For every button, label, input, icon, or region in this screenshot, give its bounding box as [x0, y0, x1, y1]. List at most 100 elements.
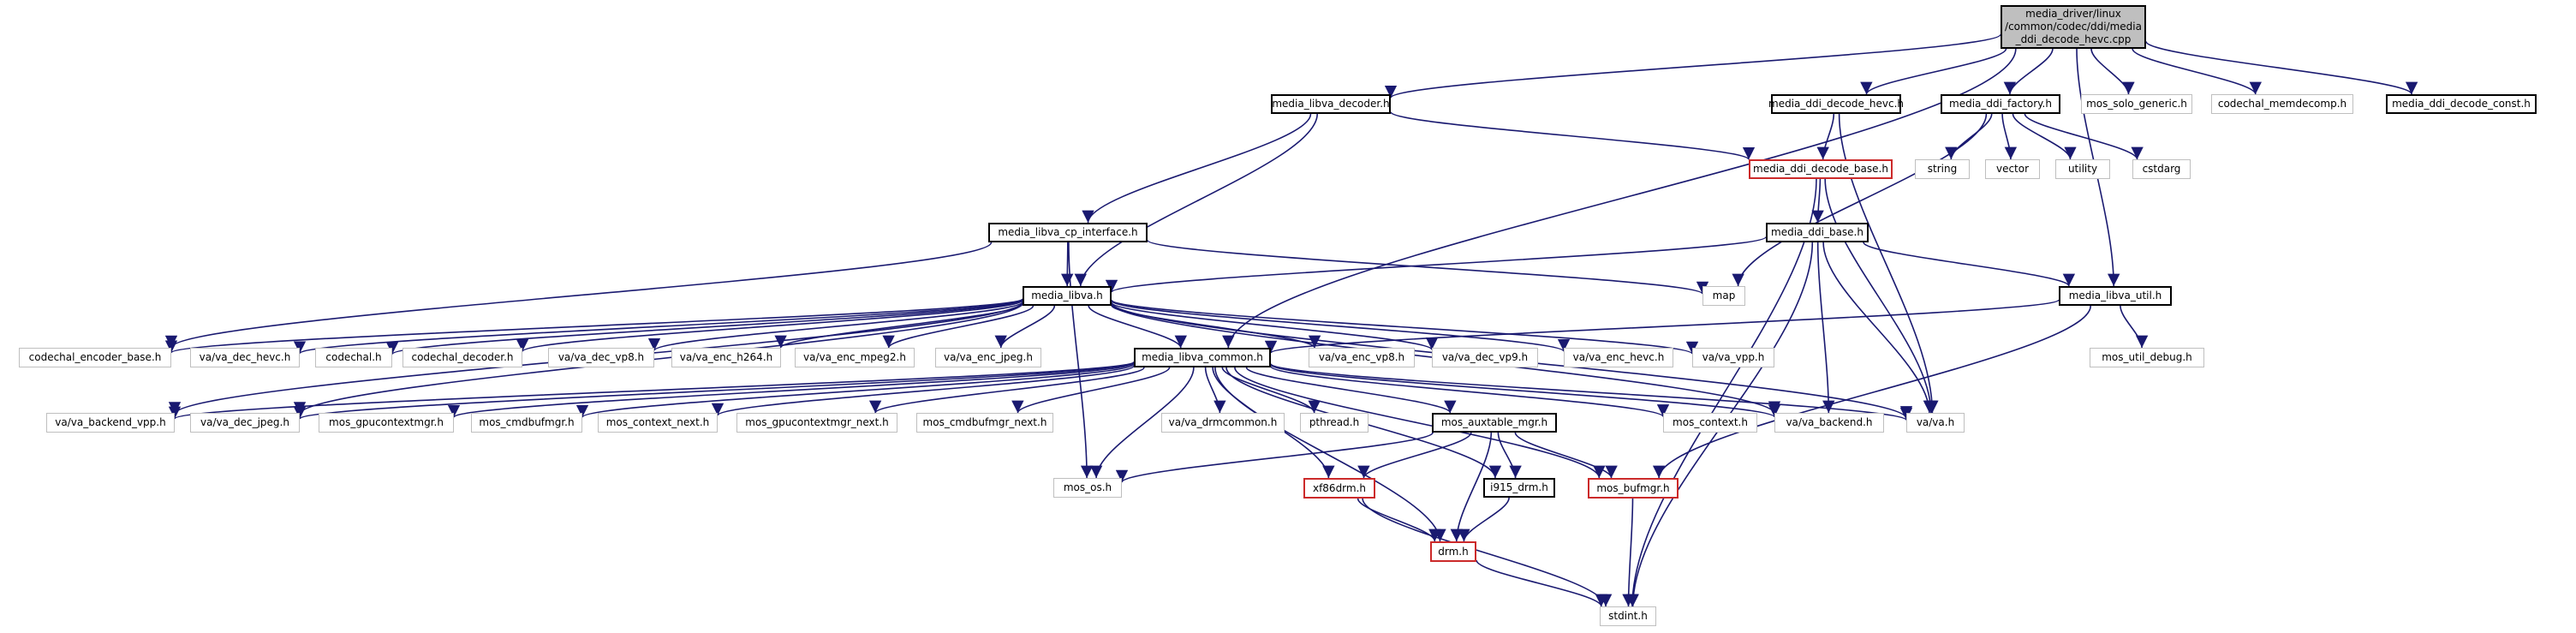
edge-mos-auxtable-mgr-to-mos-os [1116, 432, 1434, 483]
edge-libva-common-to-mos-os [1089, 367, 1195, 479]
edge-ddi-factory-to-map [1732, 113, 1988, 287]
node-va-dec-jpeg[interactable]: va/va_dec_jpeg.h [190, 413, 300, 433]
node-ddi-base[interactable]: media_ddi_base.h [1766, 223, 1869, 242]
node-label: va/va_enc_vp8.h [1318, 351, 1405, 363]
node-label: va/va_enc_mpeg2.h [803, 351, 906, 363]
node-va-enc-vp8[interactable]: va/va_enc_vp8.h [1309, 348, 1415, 367]
node-label: media_ddi_decode_base.h [1753, 163, 1888, 175]
edge-libva-to-va-enc-mpeg2 [882, 305, 1035, 349]
edge-libva-common-to-mos-gpucontextmgr-next [869, 367, 1145, 414]
edge-root-to-codechal-memdecomp [2132, 48, 2262, 95]
node-libva[interactable]: media_libva.h [1023, 286, 1112, 306]
node-label: string [1927, 163, 1958, 175]
edge-cp-interface-to-codechal-encoder-base [165, 242, 993, 349]
node-label: media_libva_decoder.h [1272, 98, 1390, 110]
edge-libva-to-va-vpp [1111, 299, 1698, 355]
node-va-dec-hevc[interactable]: va/va_dec_hevc.h [190, 348, 300, 367]
edge-libva-to-va-dec-hevc [294, 298, 1023, 355]
node-mos-auxtable-mgr[interactable]: mos_auxtable_mgr.h [1432, 413, 1557, 433]
node-label: cstdarg [2142, 163, 2181, 175]
node-ddi-factory[interactable]: media_ddi_factory.h [1941, 94, 2060, 114]
node-va-backend[interactable]: va/va_backend.h [1774, 413, 1884, 433]
edge-root-to-ddi-decode-const [2145, 40, 2418, 95]
node-mos-context-next[interactable]: mos_context_next.h [598, 413, 718, 433]
node-vector[interactable]: vector [1985, 159, 2040, 179]
node-mos-cmdbufmgr[interactable]: mos_cmdbufmgr.h [471, 413, 582, 433]
node-va-dec-vp8[interactable]: va/va_dec_vp8.h [548, 348, 654, 367]
node-va-drmcommon[interactable]: va/va_drmcommon.h [1161, 413, 1285, 433]
node-pthread[interactable]: pthread.h [1300, 413, 1368, 433]
node-label: va/va_drmcommon.h [1168, 416, 1278, 428]
node-va-vpp[interactable]: va/va_vpp.h [1692, 348, 1774, 367]
node-mos-gpucontextmgr[interactable]: mos_gpucontextmgr.h [319, 413, 454, 433]
node-label: va/va_vpp.h [1702, 351, 1765, 363]
node-codechal-decoder[interactable]: codechal_decoder.h [402, 348, 522, 367]
node-string[interactable]: string [1915, 159, 1970, 179]
edge-root-to-libva-common [1222, 48, 2017, 349]
node-mos-bufmgr[interactable]: mos_bufmgr.h [1588, 478, 1679, 499]
edge-libva-to-va-enc-jpeg [994, 305, 1056, 349]
node-libva-decoder[interactable]: media_libva_decoder.h [1271, 94, 1391, 114]
node-label: mos_solo_generic.h [2086, 98, 2187, 110]
node-mos-cmdbufmgr-next[interactable]: mos_cmdbufmgr_next.h [916, 413, 1053, 433]
edge-ddi-base-to-va-h [1822, 242, 1936, 414]
node-cstdarg[interactable]: cstdarg [2132, 159, 2191, 179]
edge-ddi-base-to-libva-util [1863, 242, 2075, 287]
node-codechal-memdecomp[interactable]: codechal_memdecomp.h [2211, 94, 2353, 114]
edge-libva-common-to-va-drmcommon [1204, 367, 1226, 414]
node-mos-solo-generic[interactable]: mos_solo_generic.h [2081, 94, 2192, 114]
node-mos-context[interactable]: mos_context.h [1663, 413, 1757, 433]
node-utility[interactable]: utility [2055, 159, 2110, 179]
node-mos-util-debug[interactable]: mos_util_debug.h [2090, 348, 2204, 367]
edge-libva-util-to-mos-bufmgr [1653, 305, 2091, 479]
node-cp-interface[interactable]: media_libva_cp_interface.h [988, 223, 1148, 242]
node-label: media_libva_common.h [1142, 351, 1263, 363]
edge-xf86drm-to-stdint [1362, 498, 1613, 607]
node-va-backend-vpp[interactable]: va/va_backend_vpp.h [46, 413, 175, 433]
node-i915-drm[interactable]: i915_drm.h [1483, 478, 1555, 498]
node-label: mos_gpucontextmgr.h [329, 416, 444, 428]
edge-ddi-factory-to-utility [2012, 113, 2077, 160]
node-label: map [1712, 290, 1736, 302]
edge-libva-common-to-mos-context-next [712, 365, 1135, 416]
edge-libva-decoder-to-ddi-decode-base [1390, 111, 1755, 161]
node-label: vector [1995, 163, 2030, 175]
node-label: utility [2067, 163, 2098, 175]
node-va-enc-mpeg2[interactable]: va/va_enc_mpeg2.h [795, 348, 915, 367]
node-va-enc-jpeg[interactable]: va/va_enc_jpeg.h [935, 348, 1041, 367]
node-codechal[interactable]: codechal.h [315, 348, 392, 367]
node-label: media_ddi_base.h [1771, 226, 1863, 238]
node-ddi-decode-hevc-h[interactable]: media_ddi_decode_hevc.h [1768, 94, 1904, 114]
node-label: mos_util_debug.h [2102, 351, 2192, 363]
node-label: va/va_dec_vp9.h [1441, 351, 1529, 363]
node-label: codechal_decoder.h [411, 351, 514, 363]
node-xf86drm[interactable]: xf86drm.h [1303, 478, 1375, 499]
node-label: va/va_backend_vpp.h [55, 416, 166, 428]
node-ddi-decode-base[interactable]: media_ddi_decode_base.h [1749, 159, 1893, 179]
node-label: va/va_backend.h [1786, 416, 1873, 428]
node-mos-os[interactable]: mos_os.h [1053, 478, 1122, 498]
node-map[interactable]: map [1702, 286, 1745, 306]
node-label: media_libva_util.h [2068, 290, 2162, 302]
node-label: mos_cmdbufmgr_next.h [922, 416, 1047, 428]
node-drm[interactable]: drm.h [1430, 541, 1476, 562]
edge-libva-common-to-mos-gpucontextmgr [448, 362, 1135, 418]
node-va-enc-h264[interactable]: va/va_enc_h264.h [671, 348, 781, 367]
edge-ddi-decode-base-to-ddi-base [1811, 178, 1824, 224]
node-libva-util[interactable]: media_libva_util.h [2059, 286, 2172, 306]
node-libva-common[interactable]: media_libva_common.h [1134, 348, 1271, 367]
node-codechal-encoder-base[interactable]: codechal_encoder_base.h [19, 348, 171, 367]
edge-libva-to-codechal-decoder [516, 300, 1023, 353]
node-va-h[interactable]: va/va.h [1906, 413, 1965, 433]
node-ddi-decode-const[interactable]: media_ddi_decode_const.h [2386, 94, 2537, 114]
node-va-dec-vp9[interactable]: va/va_dec_vp9.h [1432, 348, 1538, 367]
node-label: stdint.h [1608, 610, 1648, 622]
node-va-enc-hevc[interactable]: va/va_enc_hevc.h [1564, 348, 1673, 367]
node-mos-gpucontextmgr-next[interactable]: mos_gpucontextmgr_next.h [736, 413, 897, 433]
node-label: va/va_dec_vp8.h [558, 351, 645, 363]
node-stdint[interactable]: stdint.h [1600, 606, 1656, 626]
node-root[interactable]: media_driver/linux /common/codec/ddi/med… [2001, 5, 2146, 49]
node-label: media_driver/linux /common/codec/ddi/med… [2005, 8, 2142, 45]
node-label: mos_os.h [1063, 481, 1112, 493]
